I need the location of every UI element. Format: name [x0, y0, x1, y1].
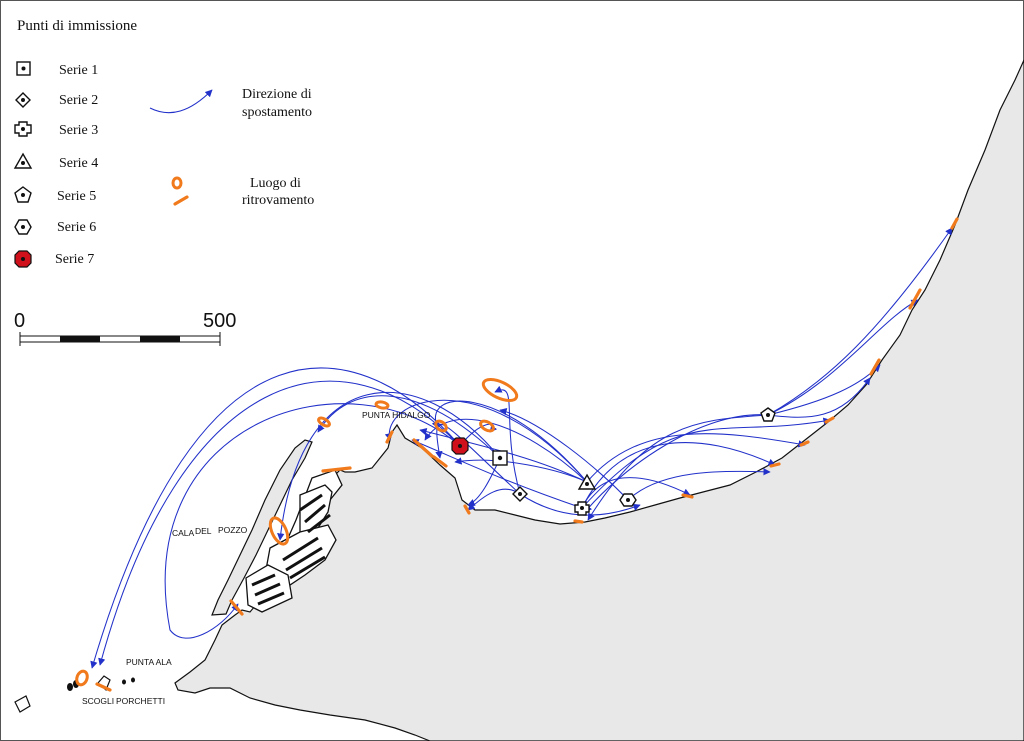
legend-serie-7: Serie 7: [55, 252, 94, 267]
scale-start-label: 0: [14, 310, 25, 332]
breakwater-arm: [211, 439, 313, 616]
label-punta-ala: PUNTA ALA: [126, 657, 172, 667]
serie-1-marker: [492, 450, 508, 466]
scale-end-label: 500: [203, 310, 236, 332]
serie-5-marker: [760, 407, 776, 422]
legend-found-1: Luogo di: [250, 176, 301, 191]
legend-serie-3: Serie 3: [59, 123, 98, 138]
label-scogli-2: PORCHETTI: [116, 696, 165, 706]
serie-6-marker: [619, 493, 637, 507]
legend-serie-5: Serie 5: [57, 189, 96, 204]
serie-4-marker: [577, 473, 597, 490]
movement-arrows: [90, 227, 953, 669]
label-punta-hidalgo: PUNTA HIDALGO: [362, 410, 431, 420]
legend-serie-1: Serie 1: [59, 63, 98, 78]
serie-3-marker: [574, 501, 590, 516]
label-cala-3: POZZO: [218, 525, 248, 535]
label-cala-1: CALA: [172, 528, 195, 538]
legend: Punti di immissione Serie 1 Serie 2 Seri…: [13, 18, 314, 268]
found-ring-icon: [171, 176, 183, 190]
release-points: [451, 407, 776, 516]
legend-serie-4: Serie 4: [59, 156, 98, 171]
legend-serie-6: Serie 6: [57, 220, 96, 235]
label-scogli-1: SCOGLI: [82, 696, 114, 706]
legend-serie-2: Serie 2: [59, 93, 98, 108]
legend-direction-1: Direzione di: [242, 87, 312, 102]
serie-7-marker: [451, 437, 469, 455]
legend-found-2: ritrovamento: [242, 193, 314, 208]
serie-2-marker: [512, 486, 528, 502]
found-segment-icon: [173, 195, 189, 206]
legend-direction-2: spostamento: [242, 105, 312, 120]
harbor-piers: [245, 469, 343, 613]
found-locations: [75, 217, 959, 692]
label-cala-2: DEL: [195, 526, 212, 536]
legend-title: Punti di immissione: [17, 18, 137, 34]
direction-arrow-icon: [149, 89, 213, 114]
scale-bar: 0 500: [14, 310, 236, 346]
